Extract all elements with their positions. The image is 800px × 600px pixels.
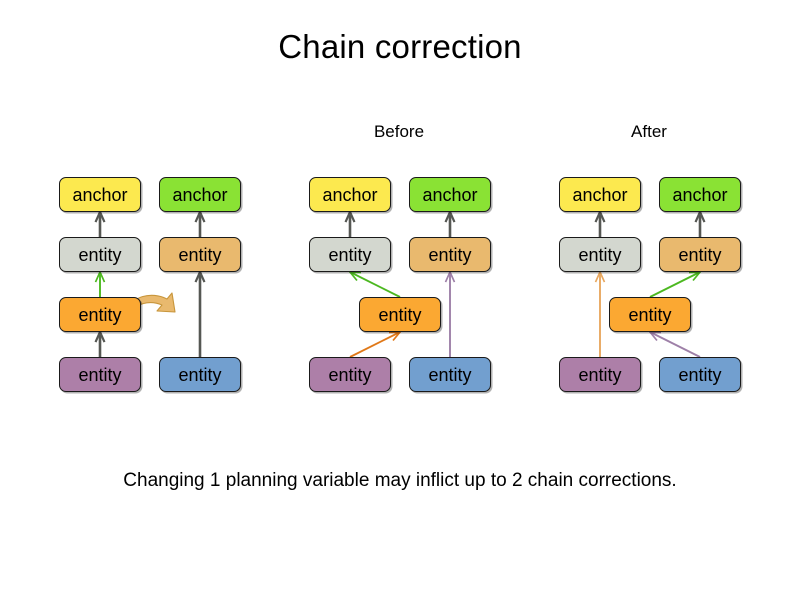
- arrow-A-e2-to-A-a2: [694, 209, 706, 237]
- arrow-L-e6-to-L-e2: [194, 269, 206, 357]
- node-label: entity: [578, 364, 622, 385]
- node-anchor: anchor: [659, 177, 741, 212]
- node-anchor: anchor: [409, 177, 491, 212]
- arrow-B-e5-to-B-e3: [349, 331, 402, 358]
- node-entity: entity: [309, 237, 391, 272]
- node-label: entity: [428, 244, 472, 265]
- node-entity: entity: [559, 357, 641, 392]
- node-entity: entity: [559, 237, 641, 272]
- node-entity: entity: [309, 357, 391, 392]
- node-label: anchor: [672, 184, 728, 205]
- node-entity: entity: [59, 237, 141, 272]
- node-label: entity: [78, 304, 122, 325]
- arrow-B-e1-to-B-a1: [344, 209, 356, 237]
- arrow-A-e1-to-A-a1: [594, 209, 606, 237]
- node-entity: entity: [59, 297, 141, 332]
- node-entity: entity: [59, 357, 141, 392]
- arrow-A-e5-to-A-e1: [594, 269, 606, 357]
- node-label: entity: [178, 244, 222, 265]
- page-title: Chain correction: [278, 28, 522, 65]
- node-entity: entity: [659, 237, 741, 272]
- node-label: entity: [328, 364, 372, 385]
- node-label: entity: [628, 304, 672, 325]
- node-anchor: anchor: [59, 177, 141, 212]
- node-label: anchor: [572, 184, 628, 205]
- node-anchor: anchor: [159, 177, 241, 212]
- node-anchor: anchor: [559, 177, 641, 212]
- node-anchor: anchor: [309, 177, 391, 212]
- arrow-L-e1-to-L-a1: [94, 209, 106, 237]
- node-label: entity: [428, 364, 472, 385]
- node-label: entity: [178, 364, 222, 385]
- node-label: entity: [78, 364, 122, 385]
- node-entity: entity: [659, 357, 741, 392]
- node-entity: entity: [609, 297, 691, 332]
- node-entity: entity: [409, 357, 491, 392]
- arrow-L-e3-to-L-e1: [94, 269, 106, 297]
- node-entity: entity: [159, 237, 241, 272]
- arrow-A-e6-to-A-e3: [648, 331, 701, 358]
- node-label: entity: [328, 244, 372, 265]
- node-label: anchor: [322, 184, 378, 205]
- node-label: anchor: [172, 184, 228, 205]
- arrow-L-e2-to-L-a2: [194, 209, 206, 237]
- node-entity: entity: [409, 237, 491, 272]
- node-label: entity: [78, 244, 122, 265]
- node-entity: entity: [359, 297, 441, 332]
- arrow-B-e6-to-B-e2: [444, 269, 456, 357]
- node-label: entity: [378, 304, 422, 325]
- group-label-before: Before: [373, 122, 425, 141]
- node-label: entity: [578, 244, 622, 265]
- arrow-L-e5-to-L-e3: [94, 329, 106, 357]
- node-label: entity: [678, 364, 722, 385]
- group-label-after: After: [631, 122, 667, 141]
- node-entity: entity: [159, 357, 241, 392]
- node-label: anchor: [72, 184, 128, 205]
- node-label: anchor: [422, 184, 478, 205]
- node-label: entity: [678, 244, 722, 265]
- arrow-A-e3-to-A-e2: [649, 271, 702, 298]
- slide-caption: Changing 1 planning variable may inflict…: [123, 470, 677, 491]
- arrow-B-e2-to-B-a2: [444, 209, 456, 237]
- arrow-B-e3-to-B-e1: [348, 271, 401, 298]
